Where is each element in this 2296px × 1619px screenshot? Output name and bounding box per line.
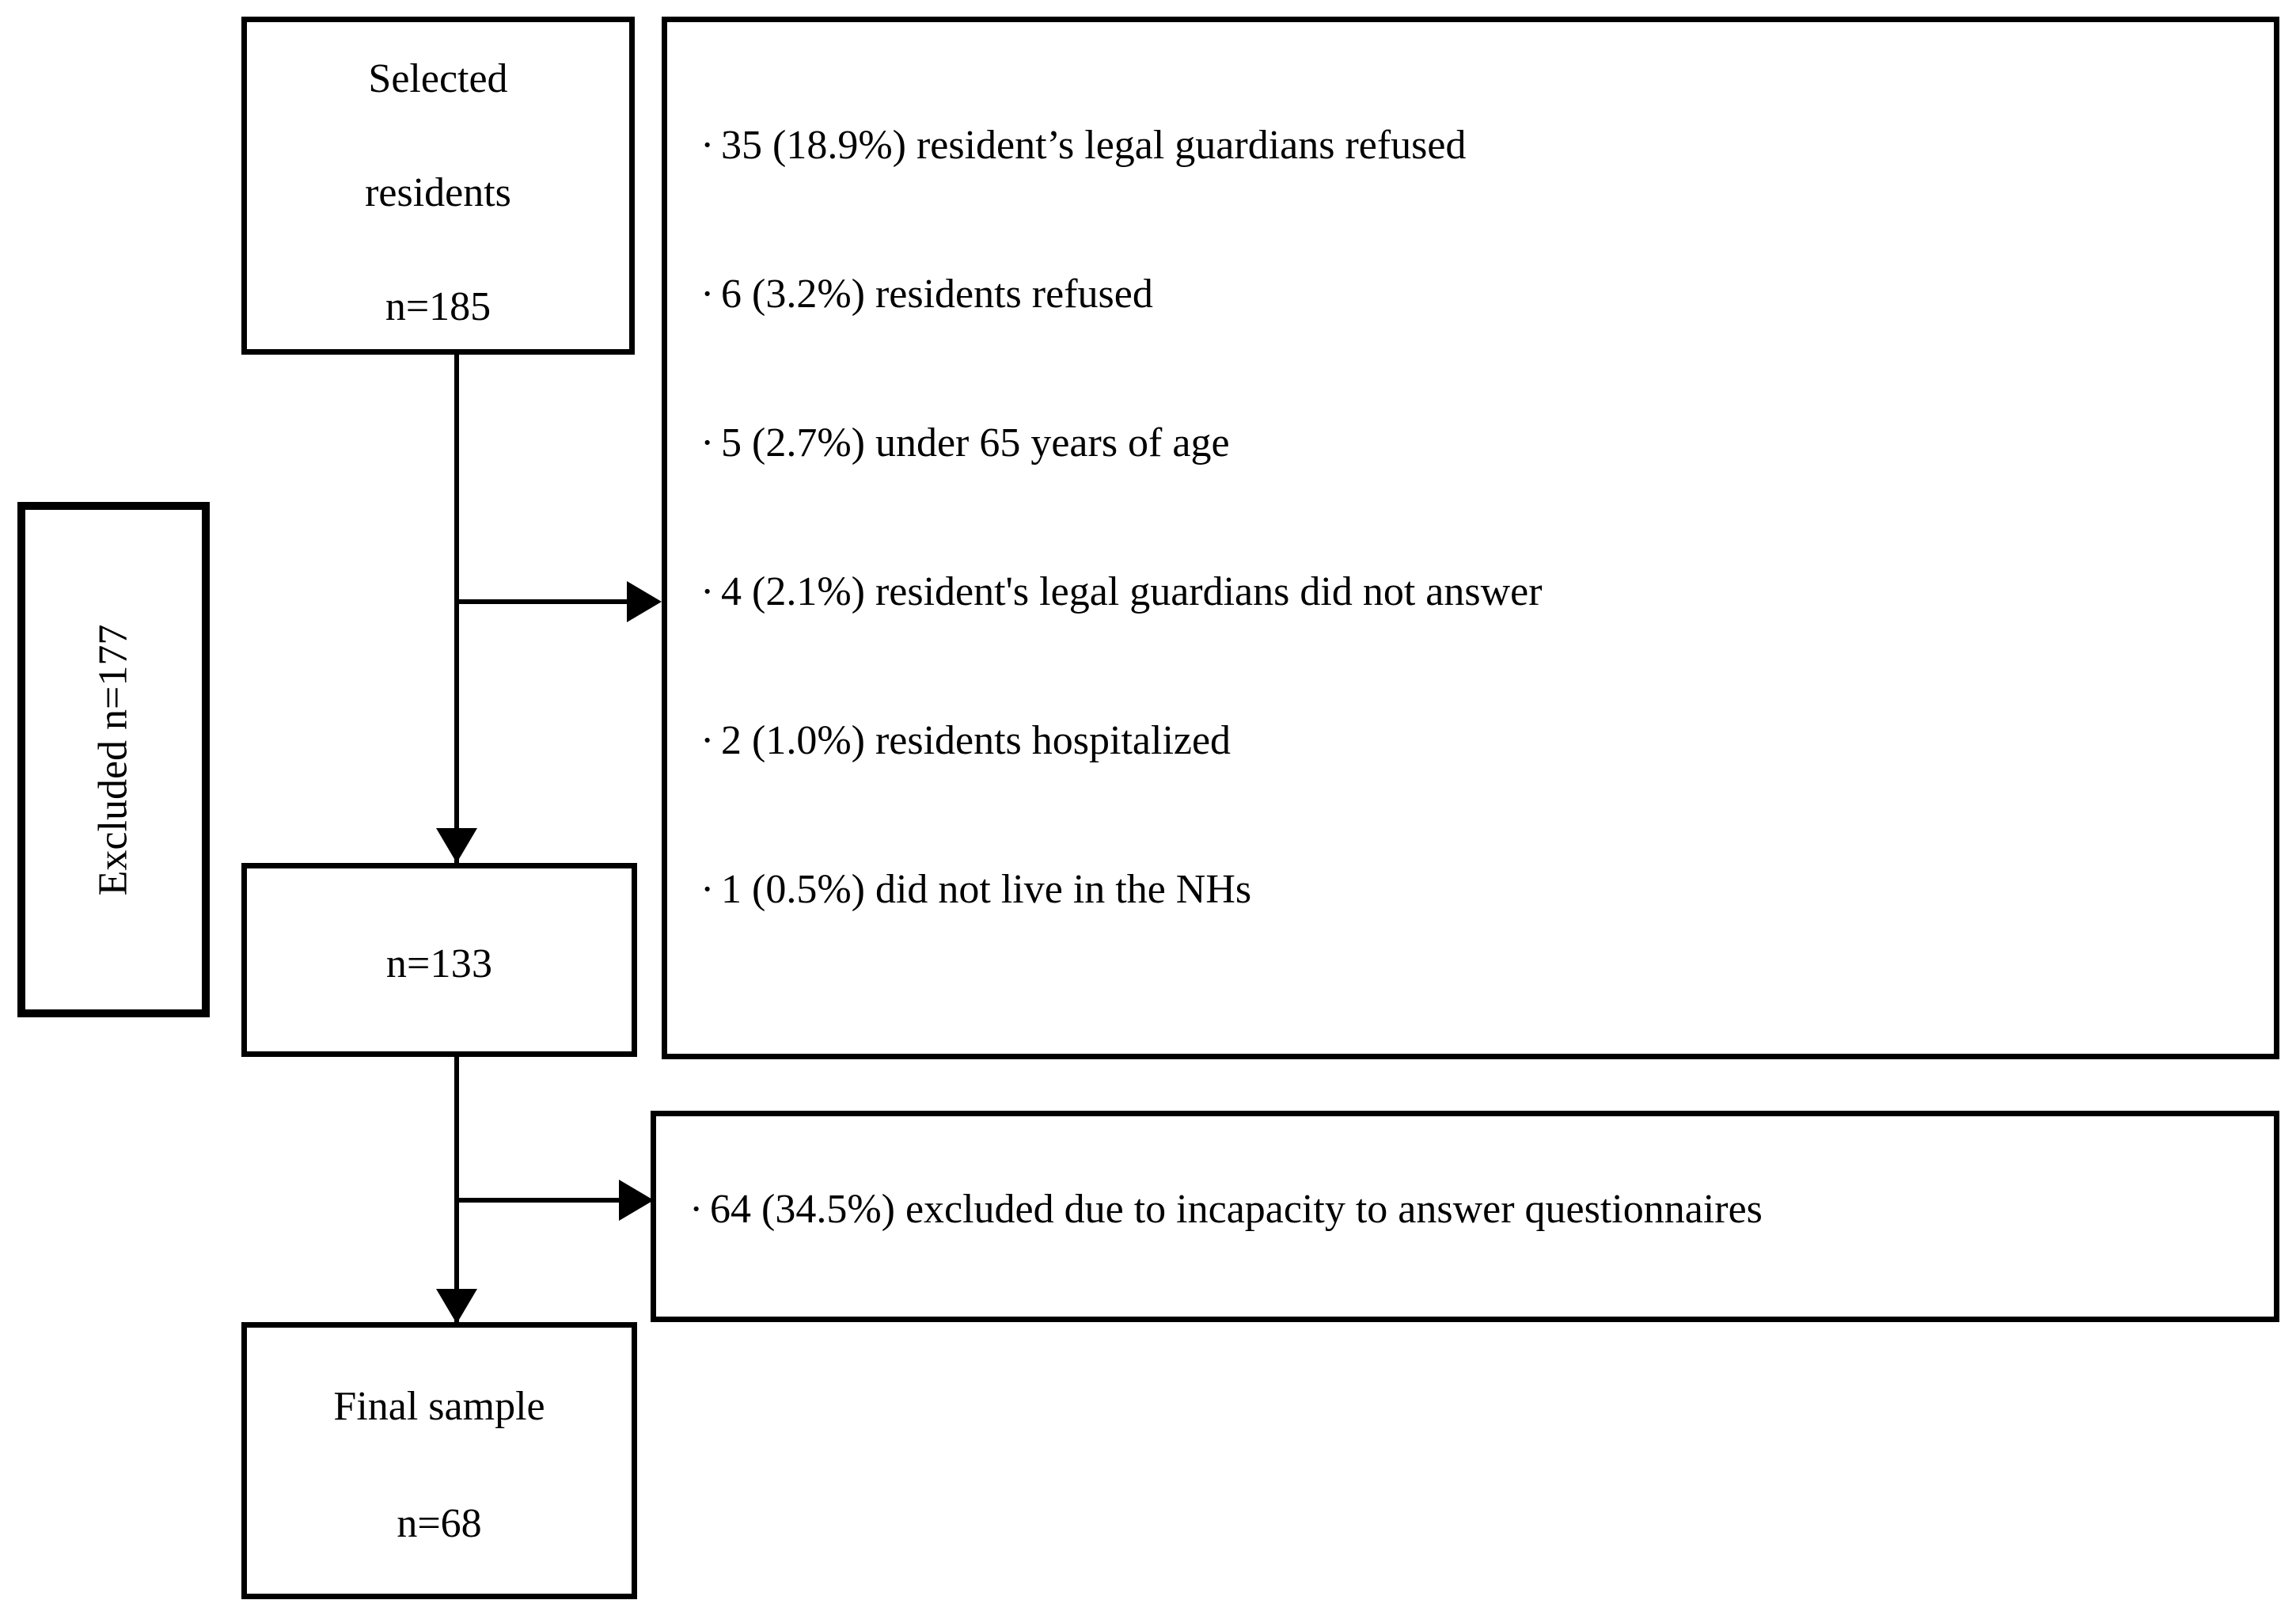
arrowhead-into-final (436, 1289, 477, 1324)
exclusion-item-text: 1 (0.5%) did not live in the NHs (721, 867, 1252, 912)
connector-branch-to-exclusions-2 (454, 1198, 625, 1203)
bullet-icon: · (700, 420, 715, 466)
exclusion-item-text: 64 (34.5%) excluded due to incapacity to… (710, 1187, 1763, 1232)
exclusion-item-text: 4 (2.1%) resident's legal guardians did … (721, 569, 1543, 614)
exclusion-item: ·2 (1.0%) residents hospitalized (700, 720, 2258, 762)
connector-selected-to-eligible (454, 355, 459, 865)
node-final-sample: Final sample n=68 (241, 1322, 637, 1599)
arrowhead-into-exclusions-2 (619, 1180, 654, 1221)
excluded-total-rotated-wrapper: Excluded n=177 (25, 510, 202, 1009)
exclusion-list-1: ·35 (18.9%) resident’s legal guardians r… (700, 125, 2258, 910)
node-excluded-total: Excluded n=177 (17, 502, 210, 1017)
selected-residents-text-stack: Selected residents n=185 (247, 59, 629, 328)
arrowhead-into-exclusions-1 (627, 581, 662, 622)
final-sample-count: n=68 (397, 1501, 482, 1546)
selected-residents-count: n=185 (385, 284, 491, 329)
bullet-icon: · (689, 1187, 704, 1232)
connector-eligible-to-final (454, 1057, 459, 1326)
node-selected-residents: Selected residents n=185 (241, 17, 635, 355)
exclusion-item: ·4 (2.1%) resident's legal guardians did… (700, 572, 2258, 613)
connector-branch-to-exclusions-1 (454, 599, 633, 604)
exclusion-item: ·5 (2.7%) under 65 years of age (700, 423, 2258, 464)
exclusion-item-text: 6 (3.2%) residents refused (721, 272, 1153, 317)
selected-residents-line-2: residents (365, 170, 511, 215)
final-sample-label: Final sample (333, 1384, 545, 1429)
exclusion-item-text: 2 (1.0%) residents hospitalized (721, 718, 1231, 763)
exclusion-box-1: ·35 (18.9%) resident’s legal guardians r… (662, 17, 2279, 1059)
exclusion-item-text: 5 (2.7%) under 65 years of age (721, 420, 1230, 466)
exclusion-item-text: 35 (18.9%) resident’s legal guardians re… (721, 123, 1467, 168)
exclusion-box-2: ·64 (34.5%) excluded due to incapacity t… (651, 1111, 2279, 1322)
bullet-icon: · (700, 569, 715, 614)
bullet-icon: · (700, 867, 715, 912)
bullet-icon: · (700, 272, 715, 317)
exclusion-item: ·6 (3.2%) residents refused (700, 274, 2258, 315)
final-sample-text-stack: Final sample n=68 (247, 1386, 632, 1545)
bullet-icon: · (700, 718, 715, 763)
arrowhead-into-eligible (436, 828, 477, 863)
eligible-residents-count: n=133 (385, 941, 493, 986)
exclusion-list-2: ·64 (34.5%) excluded due to incapacity t… (689, 1189, 2258, 1230)
exclusion-item: ·1 (0.5%) did not live in the NHs (700, 869, 2258, 910)
exclusion-item: ·35 (18.9%) resident’s legal guardians r… (700, 125, 2258, 166)
excluded-total-label: Excluded n=177 (90, 624, 136, 895)
node-eligible-residents: n=133 (241, 863, 637, 1057)
bullet-icon: · (700, 123, 715, 168)
selected-residents-line-1: Selected (368, 56, 508, 101)
exclusion-item: ·64 (34.5%) excluded due to incapacity t… (689, 1189, 2258, 1230)
